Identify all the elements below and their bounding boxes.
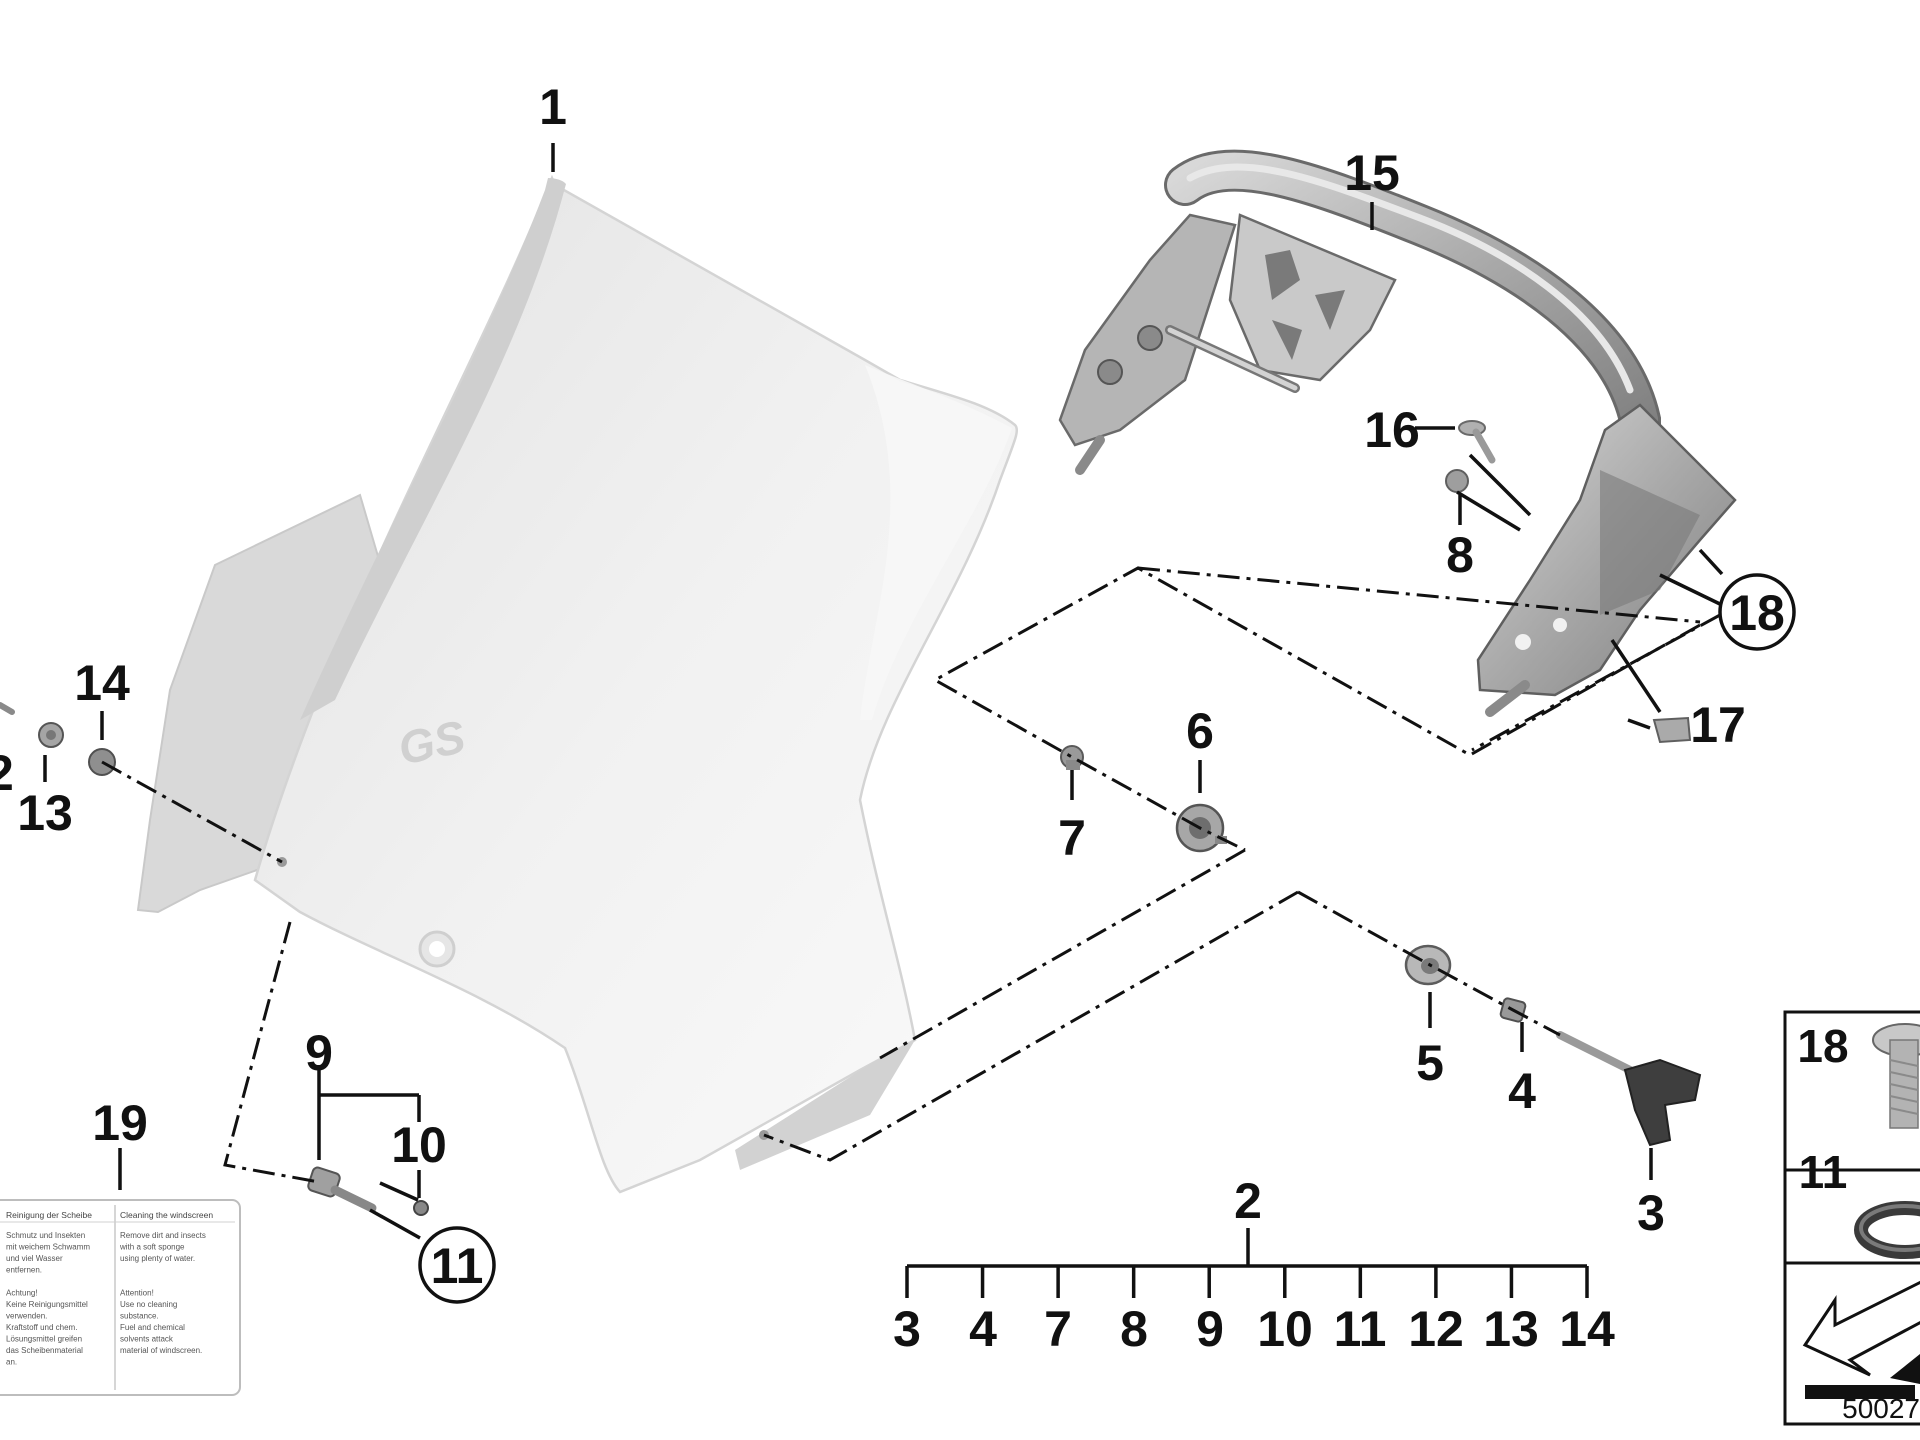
- kit-item-9: 9: [1196, 1301, 1224, 1357]
- callout-19: 19: [92, 1095, 148, 1151]
- kit-list: 3 4 7 8 9 10 11 12 13 14: [893, 1228, 1615, 1357]
- callout-13: 13: [17, 785, 73, 841]
- label-line: und viel Wasser: [6, 1254, 63, 1263]
- torx-bolt-icon: [1872, 1023, 1920, 1129]
- label-body-en: Remove dirt and insects with a soft spong…: [119, 1231, 206, 1355]
- part-17-clip: [1652, 716, 1692, 744]
- kit-item-4: 4: [969, 1301, 997, 1357]
- callout-3: 3: [1637, 1185, 1665, 1241]
- part-8-nut: [1445, 469, 1469, 493]
- legend-panel: 18 11: [1783, 1010, 1920, 1426]
- part-10-oring: [413, 1200, 429, 1216]
- kit-item-10: 10: [1257, 1301, 1313, 1357]
- part-12-screw: [0, 702, 15, 715]
- bracket-assembly: [1058, 149, 1737, 717]
- callout-18-ring: [1718, 573, 1796, 651]
- o-ring-icon: [1854, 1201, 1920, 1259]
- callout-9: 9: [305, 1025, 333, 1081]
- instruction-label: Reinigung der Scheibe Cleaning the winds…: [0, 1199, 241, 1396]
- part-7-nut: [1060, 745, 1084, 770]
- legend-label-18: 18: [1797, 1020, 1848, 1072]
- leader-lines: [43, 143, 1724, 1240]
- callout-11-ring: [418, 1226, 496, 1304]
- direction-arrow-icon: [1802, 1280, 1920, 1399]
- label-line: substance.: [120, 1312, 159, 1321]
- label-line: Attention!: [120, 1289, 154, 1298]
- label-line: an.: [6, 1358, 17, 1367]
- label-line: Kraftstoff und chem.: [6, 1323, 77, 1332]
- callout-6: 6: [1186, 703, 1214, 759]
- kit-item-14: 14: [1559, 1301, 1615, 1357]
- callout-14: 14: [74, 655, 130, 711]
- kit-item-11: 11: [1334, 1301, 1387, 1357]
- label-title-de: Reinigung der Scheibe: [6, 1210, 92, 1220]
- part-13-washer: [38, 722, 64, 748]
- label-line: Schmutz und Insekten: [6, 1231, 85, 1240]
- label-line: material of windscreen.: [120, 1346, 202, 1355]
- callout-7: 7: [1058, 810, 1086, 866]
- label-line: Remove dirt and insects: [120, 1231, 206, 1240]
- part-9-knob: [307, 1166, 377, 1213]
- callout-12: 12: [0, 745, 14, 801]
- callouts: 1 15 16 8 18 17 6 7 14 13 12 9 10 11 19 …: [0, 79, 1796, 1304]
- legend-label-11: 11: [1799, 1146, 1848, 1198]
- callout-2: 2: [1234, 1173, 1262, 1229]
- diagram-id: 50027: [1842, 1393, 1920, 1424]
- callout-5: 5: [1416, 1035, 1444, 1091]
- label-line: entfernen.: [6, 1266, 42, 1275]
- part-3-adjuster: [1556, 1031, 1702, 1147]
- kit-item-3: 3: [893, 1301, 921, 1357]
- label-line: Achtung!: [6, 1289, 38, 1298]
- label-line: verwenden.: [6, 1312, 47, 1321]
- kit-item-8: 8: [1120, 1301, 1148, 1357]
- callout-8: 8: [1446, 527, 1474, 583]
- label-line: Keine Reinigungsmittel: [6, 1300, 88, 1309]
- label-title-en: Cleaning the windscreen: [120, 1210, 213, 1220]
- kit-item-13: 13: [1483, 1301, 1539, 1357]
- label-body-de: Schmutz und Insekten mit weichem Schwamm u…: [6, 1231, 90, 1367]
- callout-17: 17: [1690, 697, 1746, 753]
- label-line: Use no cleaning: [120, 1300, 177, 1309]
- callout-4: 4: [1508, 1063, 1536, 1119]
- label-line: das Scheibenmaterial: [6, 1346, 83, 1355]
- callout-18: 18: [1729, 585, 1785, 641]
- callout-1: 1: [539, 79, 567, 135]
- label-line: Fuel and chemical: [120, 1323, 185, 1332]
- callout-10: 10: [391, 1117, 447, 1173]
- kit-item-7: 7: [1044, 1301, 1072, 1357]
- callout-16: 16: [1364, 402, 1420, 458]
- windshield: GS: [136, 174, 1019, 1194]
- part-6-grommet: [1175, 803, 1227, 853]
- callout-15: 15: [1344, 145, 1400, 201]
- label-line: Lösungsmittel greifen: [6, 1335, 82, 1344]
- label-line: solvents attack: [120, 1335, 174, 1344]
- kit-item-12: 12: [1408, 1301, 1464, 1357]
- label-line: mit weichem Schwamm: [6, 1243, 90, 1252]
- part-16-bolt: [1458, 420, 1496, 464]
- label-line: with a soft sponge: [119, 1243, 185, 1252]
- assembly-lines: [101, 566, 1721, 1184]
- callout-11: 11: [431, 1238, 484, 1294]
- label-line: using plenty of water.: [120, 1254, 195, 1263]
